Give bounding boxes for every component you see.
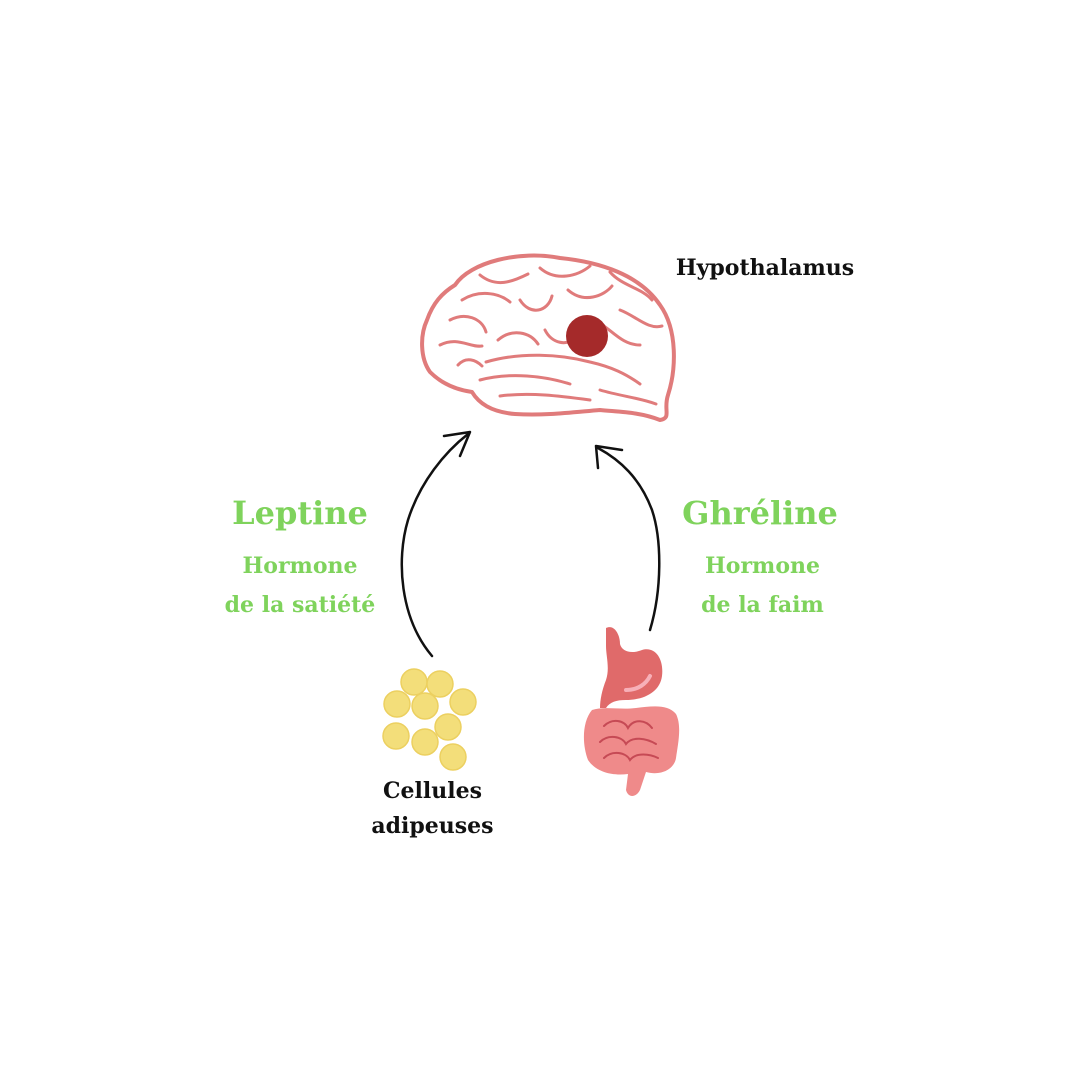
brain-folds bbox=[438, 264, 664, 406]
fat-cells-label: Cellules adipeuses bbox=[330, 774, 535, 844]
ghreline-subtitle: Hormone de la faim bbox=[660, 547, 865, 624]
hypothalamus-label: Hypothalamus bbox=[675, 255, 855, 281]
fat-cell bbox=[426, 670, 454, 698]
leptine-arrowhead bbox=[442, 430, 472, 458]
stomach-icon bbox=[600, 627, 663, 708]
fat-cells-label-line1: Cellules bbox=[383, 778, 482, 804]
fat-cell bbox=[411, 728, 439, 756]
ghreline-subtitle-line1: Hormone bbox=[705, 553, 820, 579]
ghreline-title: Ghréline bbox=[682, 494, 838, 532]
large-intestine-icon bbox=[583, 706, 680, 796]
fat-cells-label-line2: adipeuses bbox=[371, 813, 494, 840]
leptine-subtitle-line2: de la satiété bbox=[224, 591, 376, 618]
fat-cell bbox=[434, 713, 462, 741]
leptine-subtitle: Hormone de la satiété bbox=[195, 547, 405, 624]
ghreline-arrow bbox=[596, 446, 661, 632]
fat-cells-icon bbox=[382, 668, 477, 771]
ghreline-subtitle-line2: de la faim bbox=[701, 591, 824, 618]
fat-cell bbox=[411, 692, 439, 720]
fat-cell bbox=[449, 688, 477, 716]
fat-cell bbox=[400, 668, 428, 696]
hypothalamus-dot bbox=[566, 315, 608, 357]
ghreline-arrowhead bbox=[594, 444, 624, 470]
leptine-arrow bbox=[400, 432, 470, 658]
fat-cell bbox=[382, 722, 410, 750]
fat-cell bbox=[439, 743, 467, 771]
brain-icon bbox=[420, 253, 676, 422]
leptine-title: Leptine bbox=[232, 494, 368, 532]
fat-cell bbox=[383, 690, 411, 718]
small-intestine-icon bbox=[599, 720, 659, 762]
leptine-subtitle-line1: Hormone bbox=[242, 553, 358, 579]
stomach-highlight bbox=[624, 674, 652, 692]
stomach-intestine-icon bbox=[583, 627, 680, 796]
